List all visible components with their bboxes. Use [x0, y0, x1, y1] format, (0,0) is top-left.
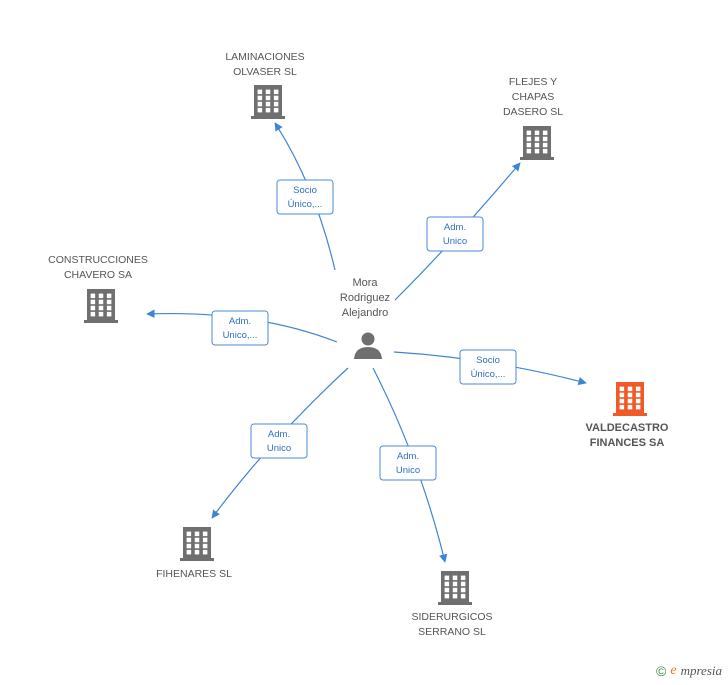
- edge-construcciones[interactable]: Adm. Unico,...: [146, 309, 338, 346]
- edge-label-box: [426, 216, 484, 252]
- company-label-line-1: FLEJES Y: [509, 76, 557, 88]
- edge-laminaciones[interactable]: SocioÚnico,...: [274, 122, 336, 271]
- company-node-construcciones[interactable]: CONSTRUCCIONES CHAVERO SA: [48, 254, 148, 323]
- edge-label-box: [211, 310, 269, 346]
- edge-label-line-2: Único,...: [288, 199, 323, 210]
- edge-label-line-1: Socio: [476, 355, 500, 366]
- edge-flejes[interactable]: Adm. Unico: [394, 162, 521, 301]
- nodes-layer: Mora Rodriguez Alejandro LAMINACIONES OLV…: [48, 51, 669, 638]
- brand-name: mpresia: [680, 663, 722, 678]
- edge-fihenares[interactable]: Adm. Unico: [211, 367, 349, 519]
- edge-label-line-1: Adm.: [268, 429, 290, 440]
- brand-initial: e: [670, 663, 677, 678]
- edge-label-box: [459, 349, 517, 385]
- company-node-valdecastro[interactable]: VALDECASTRO FINANCES SA: [586, 382, 669, 449]
- edge-siderurgicos[interactable]: Adm. Unico: [372, 367, 448, 563]
- edge-label-line-2: Unico,...: [223, 330, 258, 341]
- building-icon: [84, 289, 118, 323]
- edge-label-line-2: Unico: [267, 443, 291, 454]
- person-name-line-3: Alejandro: [342, 307, 388, 319]
- company-node-fihenares[interactable]: FIHENARES SL: [156, 527, 232, 580]
- edge-label-line-1: Adm.: [229, 316, 251, 327]
- edges-layer: SocioÚnico,...Adm.UnicoAdm.Unico,...Soci…: [146, 122, 587, 563]
- company-label-line-2: CHAPAS: [512, 91, 554, 103]
- company-label-line-2: FINANCES SA: [590, 437, 665, 449]
- edge-label-box: [379, 445, 437, 481]
- company-label-line-2: SERRANO SL: [418, 626, 486, 638]
- edge-label-line-2: Unico: [443, 236, 467, 247]
- company-node-siderurgicos[interactable]: SIDERURGICOS SERRANO SL: [411, 571, 493, 638]
- company-node-laminaciones[interactable]: LAMINACIONES OLVASER SL: [225, 51, 305, 119]
- company-label-line-1: CONSTRUCCIONES: [48, 254, 148, 266]
- company-label-line-2: CHAVERO SA: [64, 269, 132, 281]
- company-label-line-1: SIDERURGICOS: [411, 611, 492, 623]
- edge-label-box: [250, 423, 308, 459]
- edge-valdecastro[interactable]: SocioÚnico,...: [393, 349, 587, 386]
- building-icon: [180, 527, 214, 561]
- building-icon: [520, 126, 554, 160]
- company-label-line-3: DASERO SL: [503, 106, 563, 118]
- person-name-line-1: Mora: [352, 277, 378, 289]
- edge-label-line-1: Adm.: [444, 222, 466, 233]
- edge-label-line-1: Adm.: [397, 451, 419, 462]
- building-icon: [438, 571, 472, 605]
- edge-label-line-2: Único,...: [471, 369, 506, 380]
- person-icon: [354, 332, 382, 359]
- company-label-line-1: VALDECASTRO: [586, 422, 669, 434]
- building-icon: [613, 382, 647, 416]
- company-label-line-1: FIHENARES SL: [156, 568, 232, 580]
- company-label-line-2: OLVASER SL: [233, 66, 297, 78]
- building-icon: [251, 85, 285, 119]
- edge-label-box: [276, 179, 334, 215]
- edge-label-line-1: Socio: [293, 185, 317, 196]
- copyright-symbol: ©: [656, 663, 667, 679]
- company-label-line-1: LAMINACIONES: [225, 51, 304, 63]
- person-node[interactable]: Mora Rodriguez Alejandro: [340, 277, 390, 359]
- edge-label-line-2: Unico: [396, 465, 420, 476]
- company-node-flejes[interactable]: FLEJES Y CHAPAS DASERO SL: [503, 76, 563, 160]
- person-name-line-2: Rodriguez: [340, 292, 390, 304]
